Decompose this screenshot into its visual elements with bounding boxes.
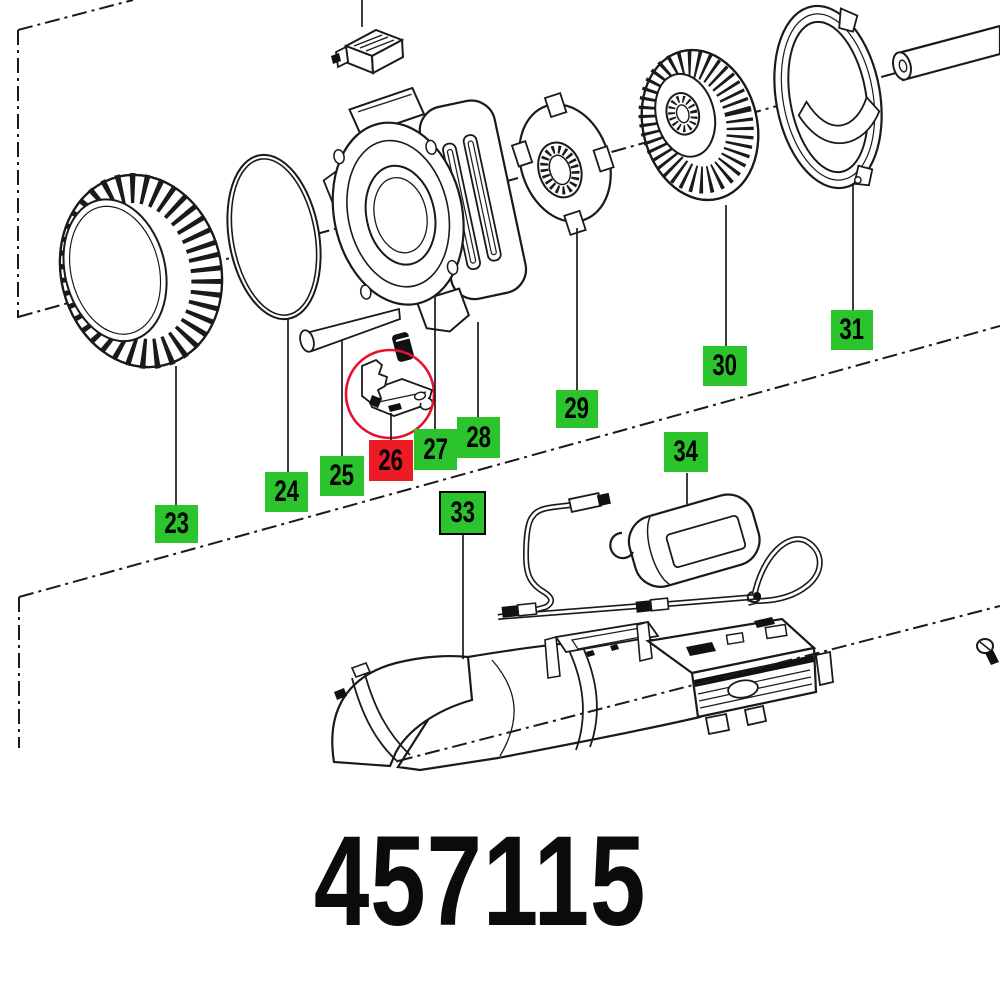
callout-27-label: 27 [423, 432, 448, 466]
lower-axis-centerline [397, 605, 1000, 762]
switch-part [331, 28, 405, 75]
callout-28[interactable]: 28 [457, 417, 500, 458]
motor-housing-assembly [331, 617, 834, 772]
part-26-bracket [344, 348, 436, 440]
callout-26-highlighted[interactable]: 26 [369, 440, 413, 481]
part-24-o-ring [226, 153, 322, 321]
part-31-cover-ring [773, 4, 883, 190]
callout-26-label: 26 [378, 443, 404, 477]
callout-24[interactable]: 24 [265, 472, 308, 512]
callout-33[interactable]: 33 [439, 491, 486, 535]
part-shaft [892, 24, 1000, 82]
part-33-wiring-harness [497, 491, 823, 620]
callout-25-label: 25 [329, 459, 355, 492]
callout-29[interactable]: 29 [556, 390, 598, 428]
callout-34[interactable]: 34 [664, 432, 708, 472]
part-25-pin [299, 307, 401, 353]
callout-30[interactable]: 30 [703, 346, 747, 386]
part-29-flange [510, 91, 615, 236]
callout-33-label: 33 [450, 496, 475, 529]
callout-34-label: 34 [673, 435, 699, 468]
callout-23-label: 23 [164, 507, 189, 540]
callout-25[interactable]: 25 [320, 456, 364, 496]
callout-31[interactable]: 31 [831, 310, 873, 350]
screw-right-edge [976, 638, 999, 665]
callout-29-label: 29 [564, 392, 590, 425]
part-number: 457115 [313, 810, 647, 953]
leader-lines [175, 0, 854, 659]
callout-24-label: 24 [274, 475, 299, 508]
part-27-spring [392, 332, 414, 362]
callout-28-label: 28 [466, 420, 491, 454]
part-30-fan-gear [638, 48, 760, 202]
callout-27[interactable]: 27 [414, 429, 457, 470]
callout-30-label: 30 [712, 349, 738, 382]
part-34-capacitor [609, 493, 761, 588]
callout-23[interactable]: 23 [155, 505, 198, 543]
highlight-circle-26 [344, 348, 436, 440]
part-28-gear-housing [322, 86, 528, 333]
section-boundary-lines [17, 0, 1000, 748]
callout-31-label: 31 [839, 313, 865, 346]
part-23-adjustment-wheel [58, 173, 224, 369]
